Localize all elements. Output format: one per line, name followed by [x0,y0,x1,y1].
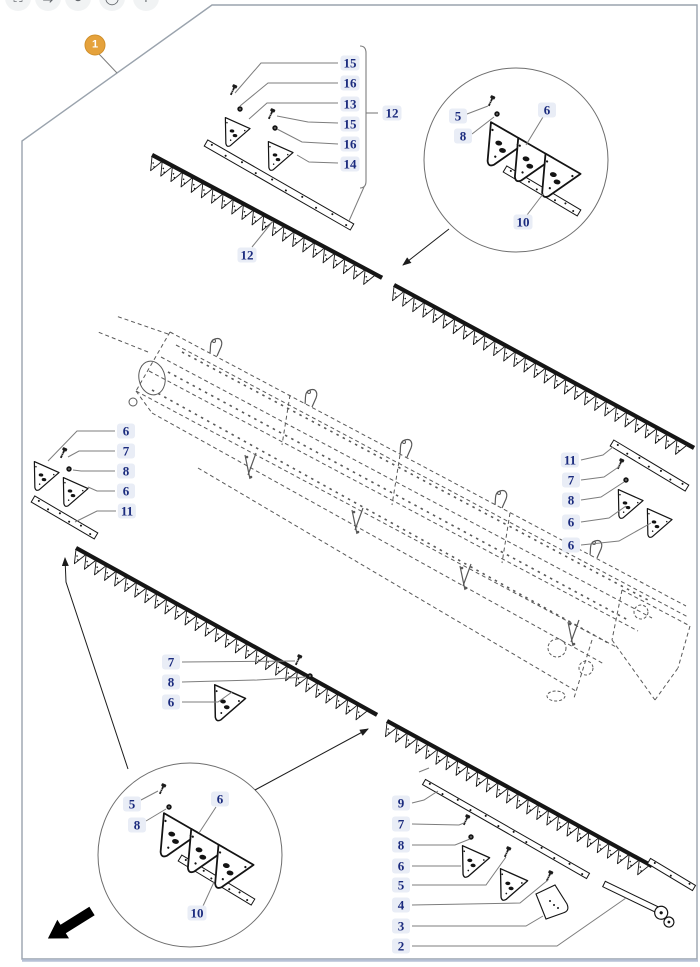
drawing-frame [21,4,698,962]
swap-button[interactable]: ⇆ [35,0,61,11]
swap-icon: ⇆ [43,0,54,6]
part-callout: 16 [340,136,360,152]
part-callout: 4 [392,897,410,913]
fit-screen-button[interactable]: ⛶ [5,0,31,11]
part-callout: 6 [392,858,410,874]
part-callout: 3 [392,918,410,934]
part-callout: 12 [382,105,402,121]
part-callout: 6 [162,694,180,710]
rotate-icon: ↻ [73,0,84,6]
travel-direction-arrow [47,906,95,939]
part-callout: 6 [562,537,580,553]
zoom-in-icon: + [141,0,152,6]
knife-assemblies [73,153,696,876]
part-callout: 5 [123,796,141,812]
part-callout: 9 [392,795,410,811]
exploded-parts [23,83,697,928]
pointer-arrows [61,228,450,791]
part-callout: 7 [162,654,180,670]
part-callout: 12 [237,247,257,263]
part-callout: 7 [117,443,135,459]
part-callout: 8 [392,837,410,853]
part-callout: 11 [117,503,137,519]
part-callout: 11 [560,452,580,468]
part-callout: 5 [449,108,467,124]
part-callout: 8 [162,674,180,690]
shape-button[interactable]: ◯ [99,0,125,11]
item-badge: 1 [84,34,106,56]
part-callout: 6 [538,102,556,118]
leader-lines [47,62,652,947]
part-callout: 8 [454,128,472,144]
part-callout: 8 [128,817,146,833]
part-callout: 5 [392,877,410,893]
part-callout: 7 [562,472,580,488]
part-callout: 8 [117,463,135,479]
rotate-button[interactable]: ↻ [65,0,91,11]
part-callout: 14 [340,156,360,172]
part-callout: 7 [392,816,410,832]
part-callout: 2 [392,938,410,954]
badge-leader-line [98,53,118,74]
part-callout: 6 [117,483,135,499]
part-callout: 16 [340,75,360,91]
part-callout: 15 [340,116,360,132]
part-callout: 10 [513,214,533,230]
part-callout: 6 [211,791,229,807]
part-callout: 6 [562,514,580,530]
machine-sketch [97,315,691,702]
fit-screen-icon: ⛶ [13,0,22,6]
shape-icon: ◯ [105,0,120,6]
part-callout: 13 [340,96,360,112]
part-callout: 10 [187,905,207,921]
group-bracket-12 [348,45,378,222]
part-callout: 15 [340,55,360,71]
part-callout: 6 [117,423,135,439]
part-callout: 8 [562,492,580,508]
zoom-in-button[interactable]: + [133,0,159,11]
